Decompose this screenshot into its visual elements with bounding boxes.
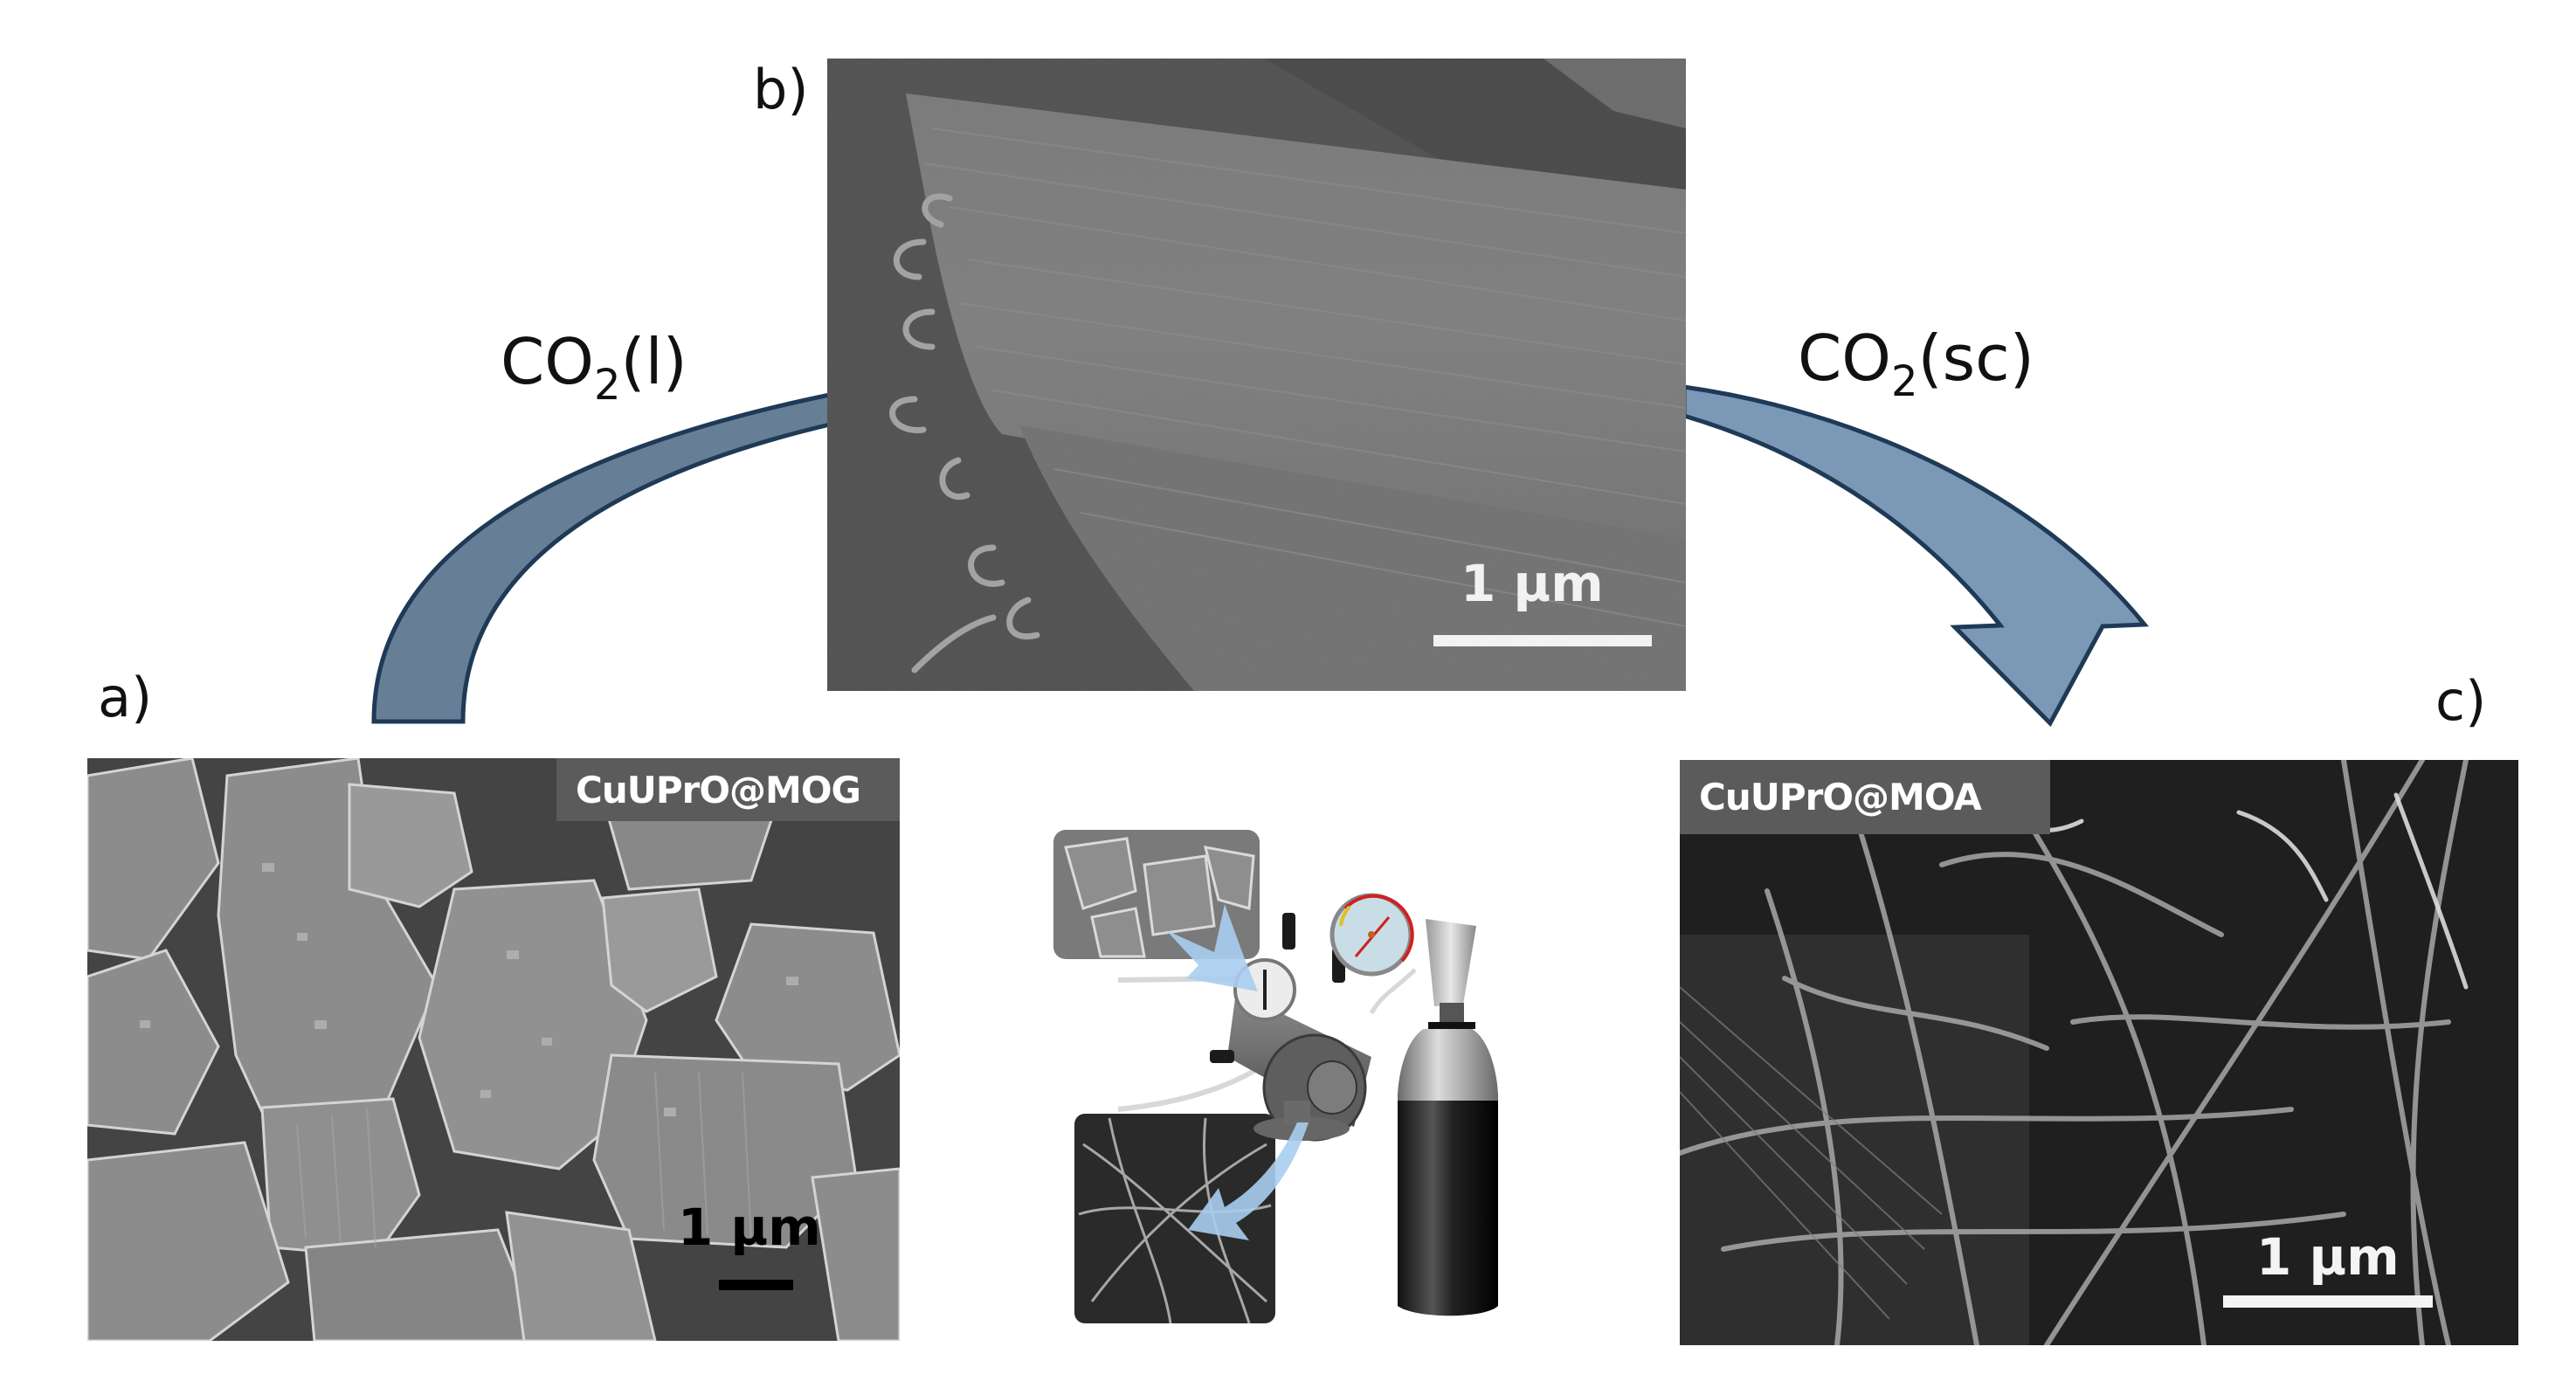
scale-bar-b <box>1433 635 1652 646</box>
scale-bar-label-a: 1 µm <box>678 1198 821 1257</box>
arrow-label-co2-liquid: CO2(l) <box>501 325 687 410</box>
flow-arrow-out <box>1188 1122 1309 1240</box>
crystal-texture <box>87 758 900 1341</box>
fibre-bundle-texture <box>827 59 1686 691</box>
pressure-vessel <box>1210 913 1371 1142</box>
inset-thumbnail-mog <box>1053 830 1260 959</box>
sample-tag-moa: CuUPrO@MOA <box>1680 760 2050 834</box>
sem-image-c: CuUPrO@MOA 1 µm <box>1680 760 2518 1345</box>
arrow-co2-supercritical <box>1682 384 2150 728</box>
panel-label-a: a) <box>98 666 153 729</box>
sem-image-b: 1 µm <box>827 59 1686 691</box>
co2-gas-cylinder <box>1398 919 1498 1316</box>
fibre-network-texture <box>1680 760 2518 1345</box>
pressure-gauge <box>1329 893 1414 977</box>
scale-bar-label-c: 1 µm <box>2256 1227 2400 1287</box>
apparatus-schematic <box>1031 812 1520 1336</box>
arrow-co2-liquid <box>371 391 832 724</box>
sample-tag-mog: CuUPrO@MOG <box>556 758 900 821</box>
sem-image-a: CuUPrO@MOG 1 µm <box>87 758 900 1341</box>
panel-label-c: c) <box>2435 669 2487 733</box>
arrow-label-co2-supercritical: CO2(sc) <box>1798 321 2034 406</box>
flow-arrow-in <box>1166 904 1258 991</box>
panel-label-b: b) <box>753 58 809 121</box>
scale-bar-a <box>719 1280 793 1290</box>
scale-bar-label-b: 1 µm <box>1461 554 1604 613</box>
scale-bar-c <box>2223 1295 2433 1308</box>
inset-thumbnail-moa <box>1074 1114 1275 1324</box>
